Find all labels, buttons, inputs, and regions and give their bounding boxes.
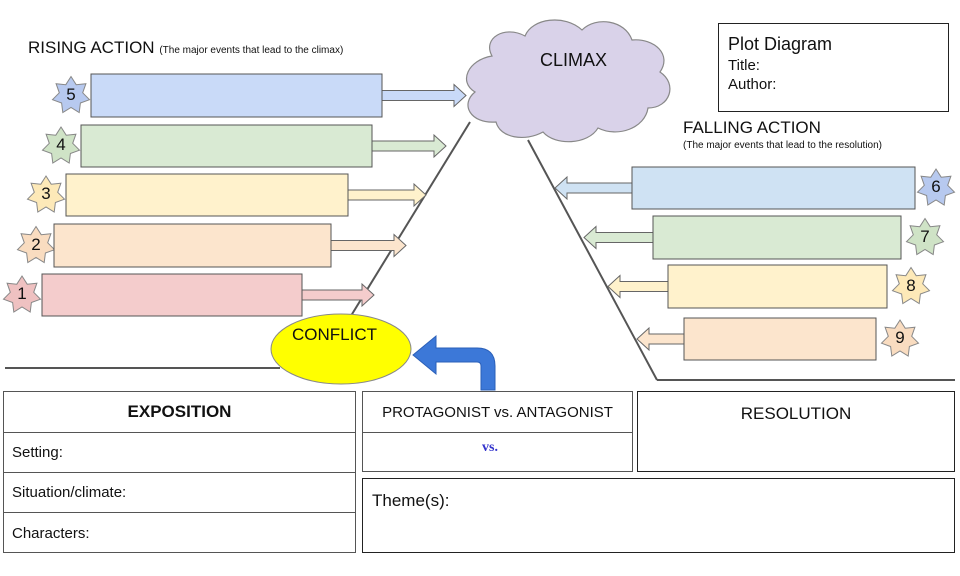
rising-3-number: 3 [41, 184, 51, 203]
rising-4-box[interactable] [80, 124, 373, 168]
rising-4-arrow [371, 133, 447, 159]
exposition-title: EXPOSITION [127, 402, 232, 421]
falling-9-number: 9 [895, 328, 905, 347]
falling-9-star-icon [880, 319, 920, 357]
rising-action-subtitle: (The major events that lead to the clima… [159, 45, 344, 56]
rising-action-heading: RISING ACTION (The major events that lea… [28, 38, 343, 58]
theme-box[interactable]: Theme(s): [362, 478, 955, 553]
falling-7-number: 7 [920, 226, 930, 246]
rising-1-box[interactable] [41, 273, 303, 317]
rising-5-star-icon [51, 75, 91, 114]
rising-2-number: 2 [31, 234, 41, 254]
rising-1-arrow [301, 282, 375, 308]
rising-4-star-icon [41, 126, 81, 164]
falling-7-star-icon [905, 217, 945, 256]
rising-3-box[interactable] [65, 173, 349, 217]
plot-diagram-title: Plot Diagram [728, 34, 833, 54]
conflict-ellipse [270, 313, 412, 385]
falling-6-number: 6 [931, 177, 941, 196]
title-field[interactable]: Title: [728, 57, 760, 74]
protagonist-antagonist-box: PROTAGONIST vs. ANTAGONIST [362, 391, 633, 472]
falling-6-star-icon [916, 168, 956, 206]
falling-6-arrow [554, 175, 633, 201]
rising-2-star-icon [16, 225, 56, 264]
protagonist-antagonist-header: PROTAGONIST vs. ANTAGONIST [363, 392, 632, 433]
rising-slope [329, 121, 471, 351]
falling-slope [527, 139, 658, 381]
plot-diagram-box: Plot Diagram Title: Author: [718, 23, 949, 112]
falling-7-box[interactable] [652, 215, 902, 260]
conflict-arrow [412, 334, 496, 391]
falling-8-arrow [607, 274, 669, 299]
rising-2-box[interactable] [53, 223, 332, 268]
rising-4-number: 4 [56, 135, 66, 154]
rising-3-star-icon [26, 175, 66, 213]
rising-5-arrow [381, 83, 467, 108]
falling-9-box[interactable] [683, 317, 877, 361]
conflict-label: CONFLICT [292, 325, 377, 344]
rising-action-title: RISING ACTION [28, 38, 155, 57]
situation-climate-field[interactable]: Situation/climate: [4, 472, 355, 512]
climax-label: CLIMAX [540, 50, 608, 70]
falling-8-box[interactable] [667, 264, 888, 309]
rising-1-number: 1 [17, 284, 27, 303]
rising-5-number: 5 [66, 84, 76, 104]
falling-8-star-icon [891, 266, 931, 305]
theme-label: Theme(s): [372, 491, 450, 510]
resolution-title: RESOLUTION [740, 404, 852, 423]
falling-6-box[interactable] [631, 166, 916, 210]
rising-1-star-icon [2, 275, 42, 313]
falling-action-subtitle: (The major events that lead to the resol… [683, 140, 882, 151]
characters-field[interactable]: Characters: [4, 512, 355, 553]
falling-action-title: FALLING ACTION [683, 118, 821, 137]
falling-8-number: 8 [906, 275, 916, 295]
vs-label: vs. [482, 440, 498, 455]
setting-field[interactable]: Setting: [4, 432, 355, 472]
falling-9-arrow [636, 326, 685, 352]
rising-2-arrow [330, 233, 407, 258]
rising-3-arrow [347, 182, 427, 208]
climax-cloud [465, 19, 671, 143]
rising-5-box[interactable] [90, 73, 383, 118]
exposition-table: EXPOSITION Setting: Situation/climate: C… [3, 391, 356, 553]
resolution-box[interactable]: RESOLUTION [637, 391, 955, 472]
falling-7-arrow [583, 225, 654, 250]
author-field[interactable]: Author: [728, 76, 777, 93]
